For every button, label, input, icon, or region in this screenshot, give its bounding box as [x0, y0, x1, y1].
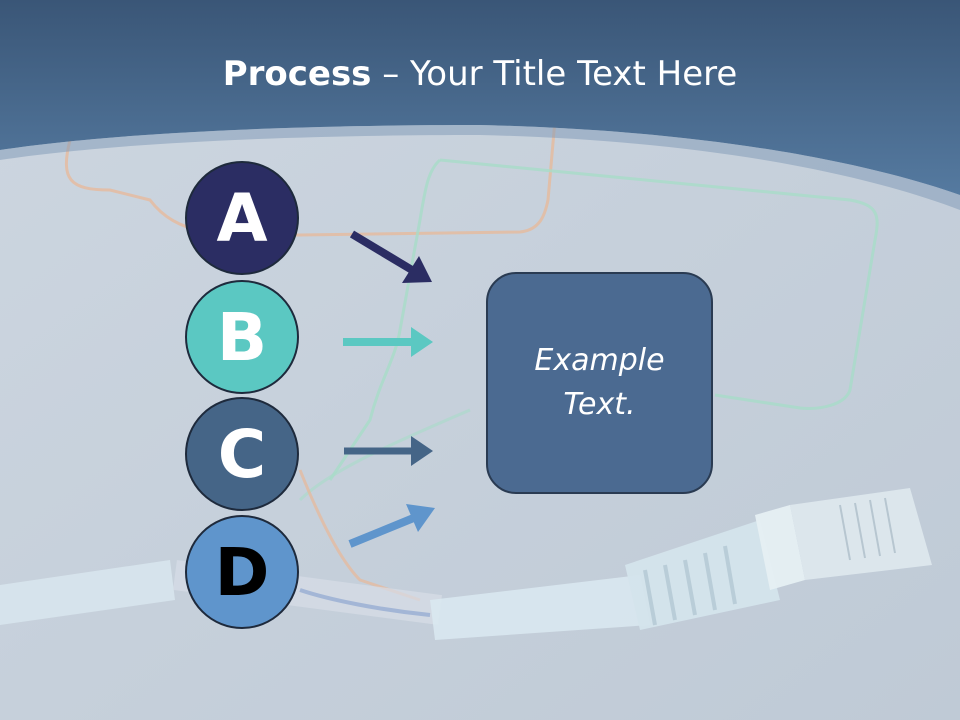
step-a-letter: A — [216, 179, 268, 257]
step-c-circle: C — [185, 397, 299, 511]
arrow-c-icon — [344, 436, 433, 466]
example-text: Example Text. — [534, 343, 665, 422]
arrow-b-icon — [343, 327, 433, 357]
step-c-letter: C — [217, 415, 267, 493]
arrow-d-icon — [348, 504, 435, 548]
step-a-circle: A — [185, 161, 299, 275]
step-d-letter: D — [214, 533, 270, 611]
slide-title: Process – Your Title Text Here — [0, 52, 960, 96]
step-d-circle: D — [185, 515, 299, 629]
step-b-circle: B — [185, 280, 299, 394]
title-rest: – Your Title Text Here — [371, 54, 738, 94]
step-b-letter: B — [216, 298, 268, 376]
title-bold: Process — [222, 54, 372, 94]
arrow-a-icon — [349, 230, 432, 283]
example-text-box: Example Text. — [486, 272, 713, 494]
